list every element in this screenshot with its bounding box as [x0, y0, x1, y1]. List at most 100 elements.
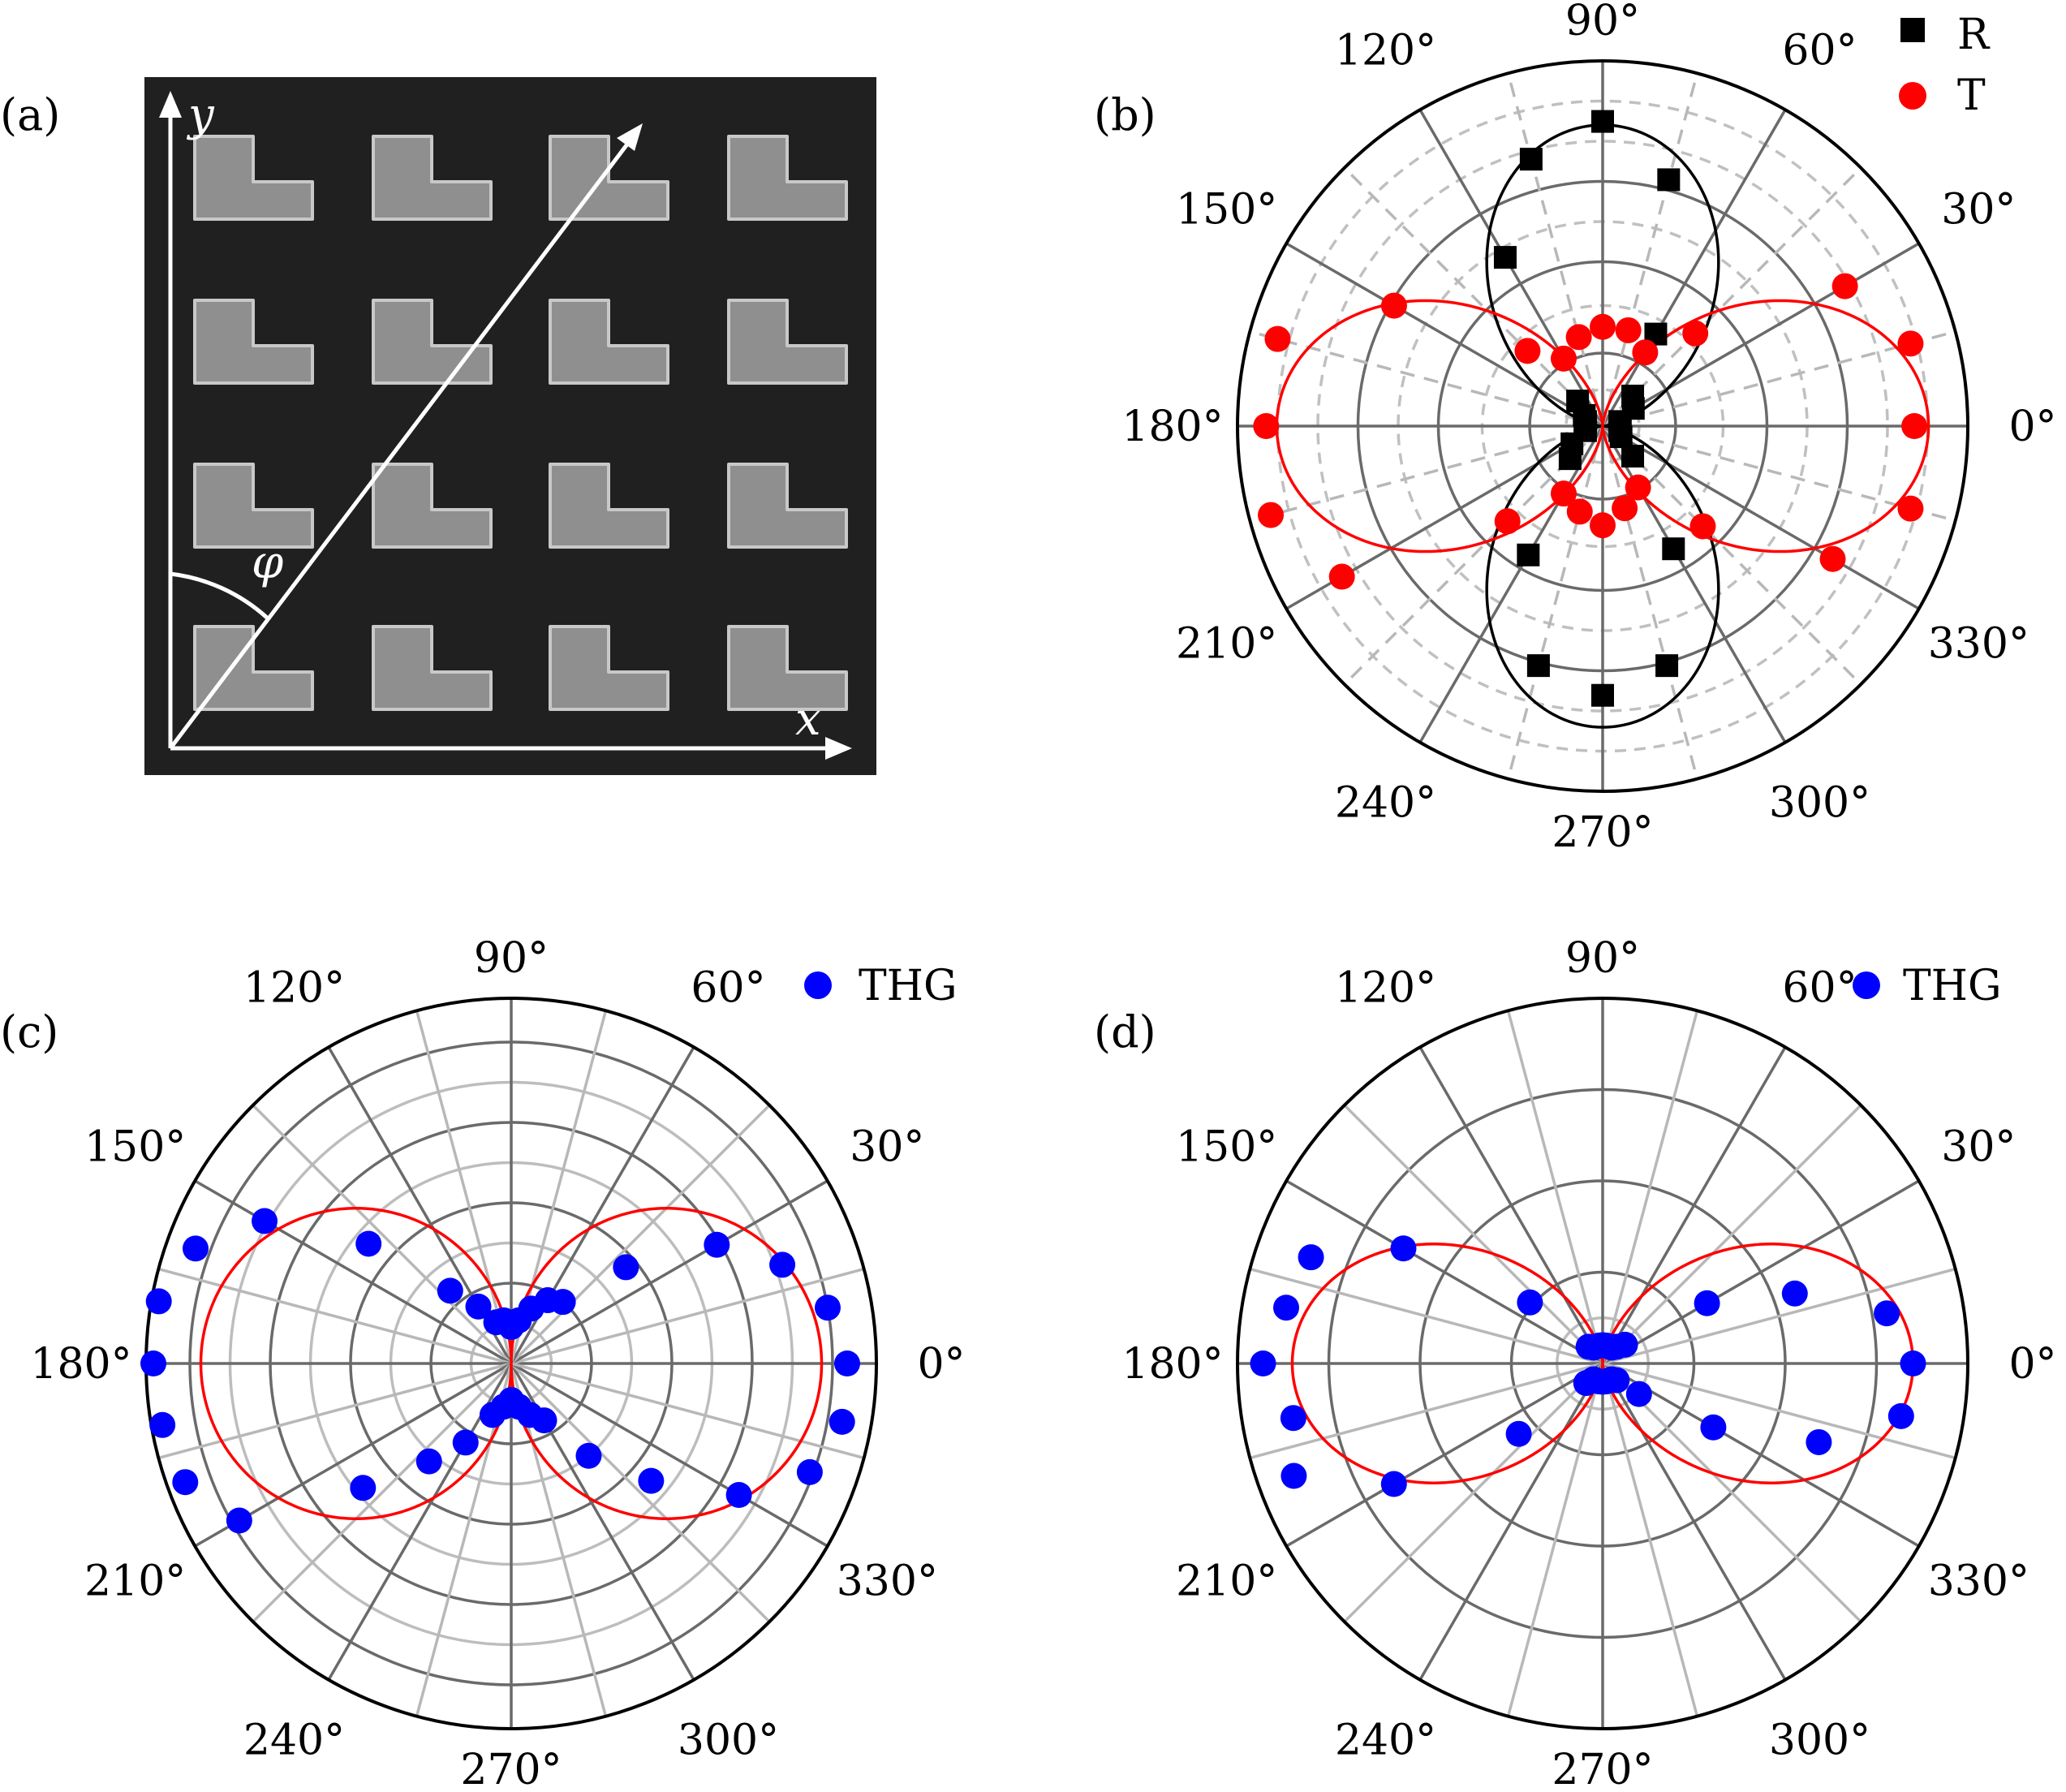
sem-block-r2-c4 [727, 299, 848, 385]
legend-label-t: T [1957, 71, 1986, 120]
polar-grid-spoke [1506, 425, 1604, 780]
legend-label-thg-d: THG [1903, 962, 2002, 1010]
data-point-r [1493, 246, 1517, 269]
fit-curve-thg [1290, 1243, 1915, 1484]
data-point-t [1689, 513, 1716, 540]
data-point-t [1819, 545, 1846, 572]
sem-block-r1-c3 [549, 135, 669, 221]
data-point-thg [1280, 1405, 1306, 1432]
polar-angle-label: 120° [1335, 964, 1436, 1013]
legend-c: THG [804, 962, 958, 1010]
polar-angle-label: 270° [1552, 1746, 1653, 1792]
sem-block-r3-c4 [727, 463, 848, 549]
polar-grid-spoke [1601, 1363, 1699, 1717]
polar-angle-label: 180° [30, 1340, 131, 1389]
data-point-t [1494, 508, 1521, 535]
sem-block-r3-c1 [193, 463, 314, 549]
data-point-thg [769, 1251, 796, 1278]
polar-grid-spoke [510, 1362, 865, 1460]
polar-grid-spoke [1602, 1362, 1956, 1460]
polar-grid-spoke [252, 1104, 513, 1365]
legend-marker-thg-c [804, 971, 832, 999]
data-point-thg [1806, 1428, 1832, 1455]
sem-y-axis-label: y [186, 88, 215, 141]
polar-grid-spoke [157, 1362, 512, 1460]
polar-grid-spoke [194, 1179, 512, 1365]
polar-grid-spoke [1418, 1046, 1604, 1364]
polar-grid-spoke [1602, 1179, 1920, 1365]
panel-label-a: (a) [0, 89, 60, 140]
legend-label-r: R [1957, 11, 1991, 59]
data-point-r [1526, 654, 1550, 678]
polar-angle-label: 240° [1335, 778, 1436, 827]
sem-phi-label: φ [252, 536, 283, 589]
data-point-thg [149, 1411, 176, 1438]
data-point-r [1591, 110, 1614, 133]
data-point-thg [1887, 1402, 1914, 1429]
polar-grid-spoke [1601, 425, 1699, 780]
polar-grid-spoke [415, 1010, 513, 1364]
sem-block-r4-c4 [727, 625, 848, 711]
data-point-t [1901, 413, 1928, 439]
polar-grid-spoke [1602, 1267, 1956, 1365]
data-point-t [1590, 512, 1616, 539]
data-point-thg [1603, 1367, 1630, 1394]
legend-d: THG [1853, 962, 2002, 1010]
polar-grid-spoke [157, 1267, 512, 1365]
data-point-t [1615, 317, 1642, 343]
polar-angle-label: 120° [243, 964, 345, 1013]
data-point-thg [1700, 1414, 1727, 1441]
polar-angle-label: 150° [84, 1123, 186, 1172]
polar-angle-label: 330° [837, 1557, 938, 1606]
panel-label-d: (d) [1094, 1006, 1156, 1058]
polar-grid-spoke [1506, 1363, 1604, 1717]
data-point-t [1253, 413, 1280, 439]
data-point-t [1550, 345, 1577, 372]
data-point-t [1831, 273, 1858, 299]
polar-angle-label: 0° [2008, 403, 2056, 451]
polar-grid-spoke [510, 1179, 829, 1365]
panel-b: (b) 0°30°60°90°120°150°180°210°240°270°3… [1094, 0, 2057, 857]
data-point-t [1897, 495, 1924, 522]
polar-grid-spoke [1506, 1010, 1604, 1364]
legend-marker-thg-d [1853, 971, 1880, 999]
data-point-t [1632, 339, 1659, 366]
polar-angle-label: 210° [84, 1557, 186, 1606]
polar-angle-label: 330° [1928, 1557, 2029, 1606]
polar-angle-label: 30° [1941, 1123, 2016, 1172]
data-point-thg [1694, 1290, 1720, 1316]
polar-grid-spoke [1285, 1179, 1603, 1365]
data-point-thg [140, 1350, 166, 1376]
polar-angle-label: 180° [1121, 403, 1223, 451]
polar-angle-label: 150° [1176, 1123, 1277, 1172]
polar-angle-label: 90° [1565, 0, 1640, 45]
polar-grid-spoke [252, 1362, 513, 1623]
data-point-thg [1517, 1289, 1543, 1316]
panel-label-b: (b) [1094, 89, 1156, 140]
polar-angle-label: 210° [1176, 620, 1277, 669]
sem-block-r4-c2 [372, 625, 493, 711]
polar-angle-label: 330° [1928, 620, 2029, 669]
sem-block-r2-c1 [193, 299, 314, 385]
sem-block-r3-c3 [549, 463, 669, 549]
data-point-thg [575, 1442, 602, 1469]
sem-axes [159, 91, 852, 760]
data-point-thg [465, 1293, 492, 1320]
data-point-thg [226, 1507, 252, 1534]
polar-angle-label: 60° [1782, 964, 1857, 1013]
panel-c: (c) 0°30°60°90°120°150°180°210°240°270°3… [0, 934, 966, 1792]
sem-block-r4-c1 [193, 625, 314, 711]
data-point-thg [172, 1469, 199, 1496]
data-point-thg [834, 1350, 860, 1376]
data-point-thg [350, 1475, 377, 1501]
data-point-t [1566, 498, 1593, 525]
data-point-thg [725, 1482, 752, 1508]
polar-grid-spoke [1506, 72, 1604, 427]
data-point-t [1258, 502, 1285, 528]
data-point-thg [252, 1208, 278, 1234]
data-point-t [1328, 563, 1355, 590]
polar-grid-spoke [1602, 1362, 1920, 1548]
sem-block-r1-c1 [193, 135, 314, 221]
polar-grid-spoke [1343, 166, 1604, 428]
data-point-t [1514, 338, 1541, 364]
